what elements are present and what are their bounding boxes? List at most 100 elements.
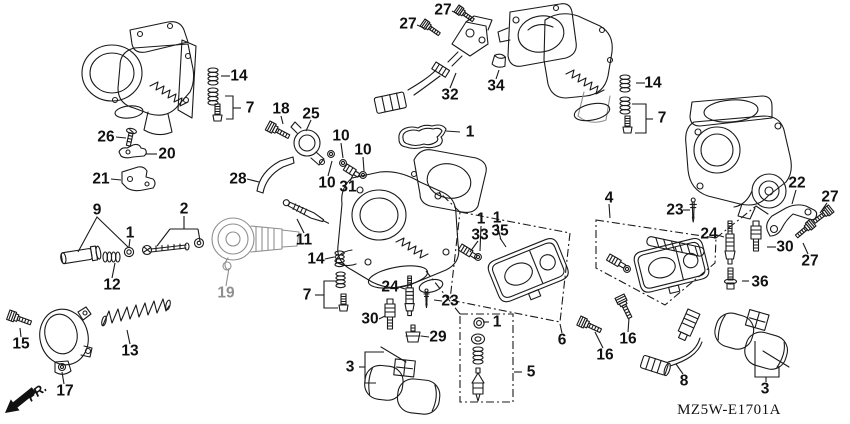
carburetor-top-left <box>82 22 196 135</box>
callout-leader <box>609 204 610 218</box>
tube-9 <box>60 245 102 265</box>
float-chamber-35 <box>485 235 574 311</box>
reference-box-leader <box>426 271 460 314</box>
part-callout-27: 27 <box>801 253 818 270</box>
choke-arm-22 <box>767 205 817 236</box>
callout-leader <box>341 143 343 158</box>
callout-leader <box>717 235 724 237</box>
float-set-3-left <box>361 347 444 417</box>
spring-7-top-left <box>207 87 219 106</box>
callout-leader <box>129 239 130 247</box>
part-callout-3: 3 <box>346 359 355 376</box>
part-callout-14: 14 <box>230 68 248 85</box>
reference-box <box>450 212 570 322</box>
callout-bracket <box>157 229 170 246</box>
part-callout-10: 10 <box>332 128 349 145</box>
callout-leader <box>62 372 64 384</box>
part-callout-1: 1 <box>477 211 486 228</box>
carburetor-center <box>336 150 486 295</box>
part-callout-14: 14 <box>307 251 325 268</box>
part-callout-29: 29 <box>429 329 447 346</box>
part-callout-18: 18 <box>272 101 290 118</box>
callout-leader <box>792 190 796 204</box>
fr-label: FR. <box>24 380 50 405</box>
float-set-3-right <box>708 301 797 374</box>
part-callout-1: 1 <box>493 210 502 227</box>
sensor-8 <box>640 309 702 376</box>
oring-10-a <box>327 150 335 158</box>
part-callout-10: 10 <box>354 142 371 159</box>
part-callout-12: 12 <box>103 277 120 294</box>
callout-leader <box>325 257 334 259</box>
part-callout-10: 10 <box>318 175 335 192</box>
part-callout-30: 30 <box>361 311 378 328</box>
part-callout-27: 27 <box>399 16 416 33</box>
callout-bracket <box>755 341 779 377</box>
part-callout-24: 24 <box>381 279 399 296</box>
jet-needle-23-left <box>423 288 430 308</box>
part-callout-11: 11 <box>296 232 313 249</box>
callout-leader <box>480 226 481 251</box>
part-callout-19: 19 <box>217 285 235 302</box>
spring-14-top-right <box>619 74 631 93</box>
float-chamber-set-4 <box>631 236 713 301</box>
part-callout-16: 16 <box>619 331 637 348</box>
part-callout-31: 31 <box>339 179 357 196</box>
gasket-1 <box>399 125 446 149</box>
bolt-27-top-b <box>419 18 443 39</box>
part-callout-13: 13 <box>121 343 139 360</box>
diagram-code: MZ5W-E1701A <box>677 402 781 418</box>
part-callout-7: 7 <box>303 287 312 304</box>
callout-leader <box>452 11 458 14</box>
callout-leader <box>803 243 808 254</box>
callout-leader <box>112 263 115 278</box>
callout-leader <box>470 241 478 252</box>
bracket-20 <box>119 144 146 157</box>
part-callout-7: 7 <box>246 100 255 117</box>
part-callout-36: 36 <box>751 274 769 291</box>
part-callout-1: 1 <box>126 225 135 242</box>
screw-2 <box>143 239 204 255</box>
top-cover-17 <box>34 304 94 374</box>
callout-bracket <box>225 96 233 119</box>
screw-26 <box>123 128 136 147</box>
callout-leader <box>127 330 130 344</box>
vacuum-piston-19 <box>212 218 299 270</box>
part-callout-34: 34 <box>487 78 505 95</box>
oring-1-b <box>623 265 631 273</box>
callout-leader <box>247 179 259 182</box>
callout-leader <box>496 70 499 79</box>
callout-leader <box>306 120 311 131</box>
callout-leader <box>363 157 364 171</box>
bolt-7-top-right <box>622 115 633 134</box>
fr-direction-indicator: FR. <box>5 380 50 413</box>
callout-leader <box>560 324 562 333</box>
fr-arrow-icon <box>5 387 37 413</box>
starter-valve-24-left <box>404 275 415 317</box>
spring-14-top-left <box>207 67 219 86</box>
pilot-screw-30-right <box>750 220 762 252</box>
callout-leader <box>446 131 460 132</box>
part-callout-17: 17 <box>56 383 73 400</box>
fuel-strainer <box>646 236 705 257</box>
part-callout-35: 35 <box>491 223 509 240</box>
cap-34 <box>492 53 507 68</box>
part-callout-1: 1 <box>466 124 475 141</box>
callout-bracket <box>198 229 200 241</box>
hose-28 <box>257 157 294 193</box>
part-callout-30: 30 <box>776 239 793 256</box>
bolt-29 <box>406 325 420 342</box>
callout-bracket <box>78 217 128 252</box>
callout-leader <box>500 238 506 247</box>
reference-box-leader <box>716 206 756 238</box>
callout-leader <box>379 316 385 319</box>
callout-leader <box>399 287 405 289</box>
callout-leader <box>497 224 501 240</box>
part-callout-23: 23 <box>441 293 459 310</box>
part-callout-6: 6 <box>558 332 567 349</box>
callout-leader <box>595 332 603 348</box>
part-callout-15: 15 <box>12 336 30 353</box>
